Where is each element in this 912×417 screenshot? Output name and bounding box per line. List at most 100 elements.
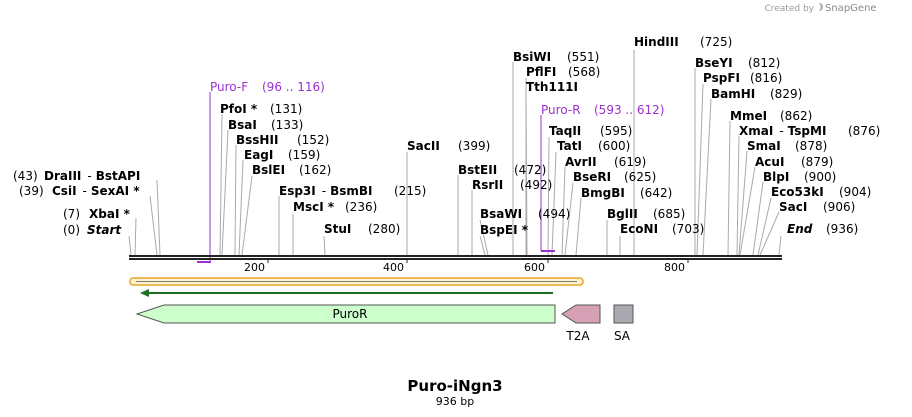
feature-puror[interactable]: PuroR	[135, 304, 556, 324]
connector-pspfi	[696, 83, 704, 256]
snapgene-logo-icon	[819, 3, 823, 11]
ruler-label-200: 200	[244, 261, 265, 274]
feature-sa[interactable]: SA	[613, 304, 634, 343]
connector-bseri	[564, 182, 574, 256]
site-hindiii[interactable]: HindIII	[634, 35, 679, 49]
site-avrii-pos: (619)	[614, 155, 646, 169]
connector-blpi	[752, 181, 764, 256]
connector-xmai	[736, 135, 740, 256]
site-bsshii[interactable]: BssHII	[236, 133, 278, 147]
connector-start	[128, 235, 132, 256]
site-bsawi[interactable]: BsaWI	[480, 207, 522, 221]
site-end-pos: (936)	[826, 222, 858, 236]
site-blpi[interactable]: BlpI	[763, 170, 789, 184]
site-xbai-pos: (7)	[63, 207, 80, 221]
connector-tati	[551, 151, 557, 256]
site-esp3i[interactable]: Esp3I-BsmBI	[279, 184, 373, 198]
site-esp3i-pos: (215)	[394, 184, 426, 198]
site-bsshii-pos: (152)	[297, 133, 329, 147]
site-pfoi[interactable]: PfoI *	[220, 102, 258, 116]
site-pspfi[interactable]: PspFI	[703, 71, 740, 85]
snapgene-credit: Created by SnapGene	[764, 3, 877, 14]
primer-puro-r[interactable]: Puro-R (593 .. 612)	[540, 103, 664, 252]
map-length: 936 bp	[436, 395, 474, 408]
site-bsai-pos: (133)	[271, 118, 303, 132]
site-bseri[interactable]: BseRI	[573, 170, 611, 184]
site-bsteii[interactable]: BstEII	[458, 163, 497, 177]
site-eco53ki[interactable]: Eco53kI	[771, 185, 824, 199]
connector-bsawi	[479, 219, 489, 256]
site-mmei[interactable]: MmeI	[730, 109, 767, 123]
orf-bar[interactable]	[129, 277, 584, 286]
site-bslei-pos: (162)	[299, 163, 331, 177]
site-saci[interactable]: SacI	[779, 200, 807, 214]
site-bglii-pos: (685)	[653, 207, 685, 221]
connector-pfoi	[219, 113, 223, 256]
site-taqii-pos: (595)	[600, 124, 632, 138]
site-connectors	[128, 50, 782, 256]
ruler-label-600: 600	[524, 261, 545, 274]
site-bmgbi-pos: (642)	[640, 186, 672, 200]
primer-puro-r-range: (593 .. 612)	[594, 103, 664, 117]
site-taqii[interactable]: TaqII	[549, 124, 581, 138]
connector-bslei	[241, 175, 253, 256]
site-bmgbi[interactable]: BmgBI	[581, 186, 625, 200]
site-eagi-pos: (159)	[288, 148, 320, 162]
site-acui-pos: (879)	[801, 155, 833, 169]
site-bamhi-pos: (829)	[770, 87, 802, 101]
site-pflfi[interactable]: PflFI	[526, 65, 556, 79]
site-stui[interactable]: StuI	[324, 222, 351, 236]
site-bseyi[interactable]: BseYI	[695, 56, 733, 70]
site-csii[interactable]: CsiI-SexAI *	[52, 184, 140, 198]
site-sacii[interactable]: SacII	[407, 139, 440, 153]
connector-bsai	[221, 129, 229, 256]
site-bsiwi[interactable]: BsiWI	[513, 50, 551, 64]
site-saci-pos: (906)	[823, 200, 855, 214]
site-msci[interactable]: MscI *	[293, 200, 335, 214]
site-bslei[interactable]: BslEI	[252, 163, 285, 177]
site-start-name: Start	[87, 223, 122, 237]
connector-stui	[323, 235, 326, 256]
site-bsai[interactable]: BsaI	[228, 118, 257, 132]
site-draiii-pos: (43)	[13, 169, 38, 183]
site-bspei[interactable]: BspEI *	[480, 223, 529, 237]
site-econi[interactable]: EcoNI	[620, 222, 658, 236]
site-econi-pos: (703)	[672, 222, 704, 236]
site-bseyi-pos: (812)	[748, 56, 780, 70]
site-avrii[interactable]: AvrII	[565, 155, 597, 169]
site-smai-pos: (878)	[795, 139, 827, 153]
site-pflfi-pos: (568)	[568, 65, 600, 79]
site-end[interactable]: End	[787, 222, 813, 236]
site-smai[interactable]: SmaI	[747, 139, 781, 153]
site-bamhi[interactable]: BamHI	[711, 87, 755, 101]
site-bsawi-pos: (494)	[538, 207, 570, 221]
site-eagi[interactable]: EagI	[244, 148, 273, 162]
ruler-label-800: 800	[664, 261, 685, 274]
connector-bamhi	[702, 98, 712, 256]
site-draiii[interactable]: DraIII-BstAPI	[44, 169, 140, 183]
site-tati-pos: (600)	[598, 139, 630, 153]
ruler-label-400: 400	[383, 261, 404, 274]
primer-puro-r-label: Puro-R	[541, 103, 581, 117]
feature-t2a[interactable]: T2A	[561, 304, 601, 343]
feature-puror-label: PuroR	[333, 307, 368, 321]
site-xmai-pos: (876)	[848, 124, 880, 138]
site-xbai[interactable]: XbaI *	[89, 207, 131, 221]
site-blpi-pos: (900)	[804, 170, 836, 184]
connector-bmgbi	[575, 197, 582, 256]
connector-avrii	[561, 166, 566, 256]
site-start[interactable]: Start	[87, 223, 122, 237]
primer-puro-f[interactable]: Puro-F (96 .. 116)	[197, 80, 325, 263]
site-bglii[interactable]: BglII	[607, 207, 638, 221]
site-tth111i[interactable]: Tth111I	[526, 80, 578, 94]
site-acui[interactable]: AcuI	[755, 155, 784, 169]
site-tati[interactable]: TatI	[557, 139, 582, 153]
site-rsrii[interactable]: RsrII	[472, 178, 503, 192]
orf-direction-arrow-icon	[140, 289, 553, 297]
connector-smai	[738, 150, 748, 256]
feature-t2a-label: T2A	[565, 329, 590, 343]
connector-eco53ki	[757, 197, 772, 256]
connector-bsshii	[234, 144, 237, 256]
credit-text: Created by	[764, 4, 814, 14]
site-xmai[interactable]: XmaI-TspMI	[739, 124, 826, 138]
